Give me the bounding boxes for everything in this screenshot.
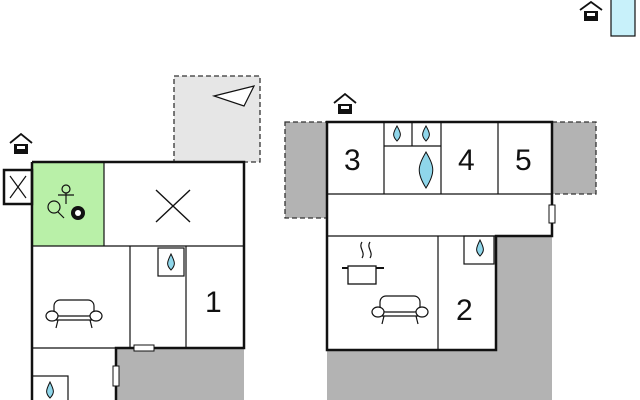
open-space-icon — [155, 189, 191, 223]
entrance-icon — [9, 132, 33, 154]
legend-pool-icon — [610, 0, 636, 37]
water-drop-icon-r1 — [393, 124, 401, 142]
water-drop-icon-r3 — [418, 150, 434, 189]
water-drop-icon-r2 — [422, 124, 430, 142]
bathroom-right — [463, 235, 495, 265]
outdoor-area-left — [116, 348, 244, 400]
sofa-icon-right — [371, 295, 429, 325]
room-number-1: 1 — [205, 286, 222, 319]
room-number-4: 4 — [458, 144, 475, 177]
bathroom-left — [157, 247, 185, 277]
games-room — [32, 162, 104, 246]
water-drop-icon-r4 — [476, 238, 484, 257]
entrance-icon-right — [333, 92, 357, 114]
water-drop-icon — [167, 252, 175, 271]
cross-icon — [9, 175, 27, 199]
room-number-2: 2 — [456, 294, 473, 327]
outdoor-left-side — [285, 122, 327, 218]
water-drop-icon-bottom — [46, 380, 54, 399]
outdoor-right-side — [552, 122, 596, 194]
kitchen-icon — [342, 241, 384, 285]
legend-entrance-icon — [579, 0, 603, 21]
games-icon — [47, 184, 85, 220]
sofa-icon — [45, 299, 103, 329]
storage — [2, 168, 34, 206]
lounger-icon — [211, 85, 256, 107]
outdoor-area-right — [327, 236, 552, 400]
room-number-5: 5 — [515, 144, 532, 177]
room-number-3: 3 — [344, 144, 361, 177]
